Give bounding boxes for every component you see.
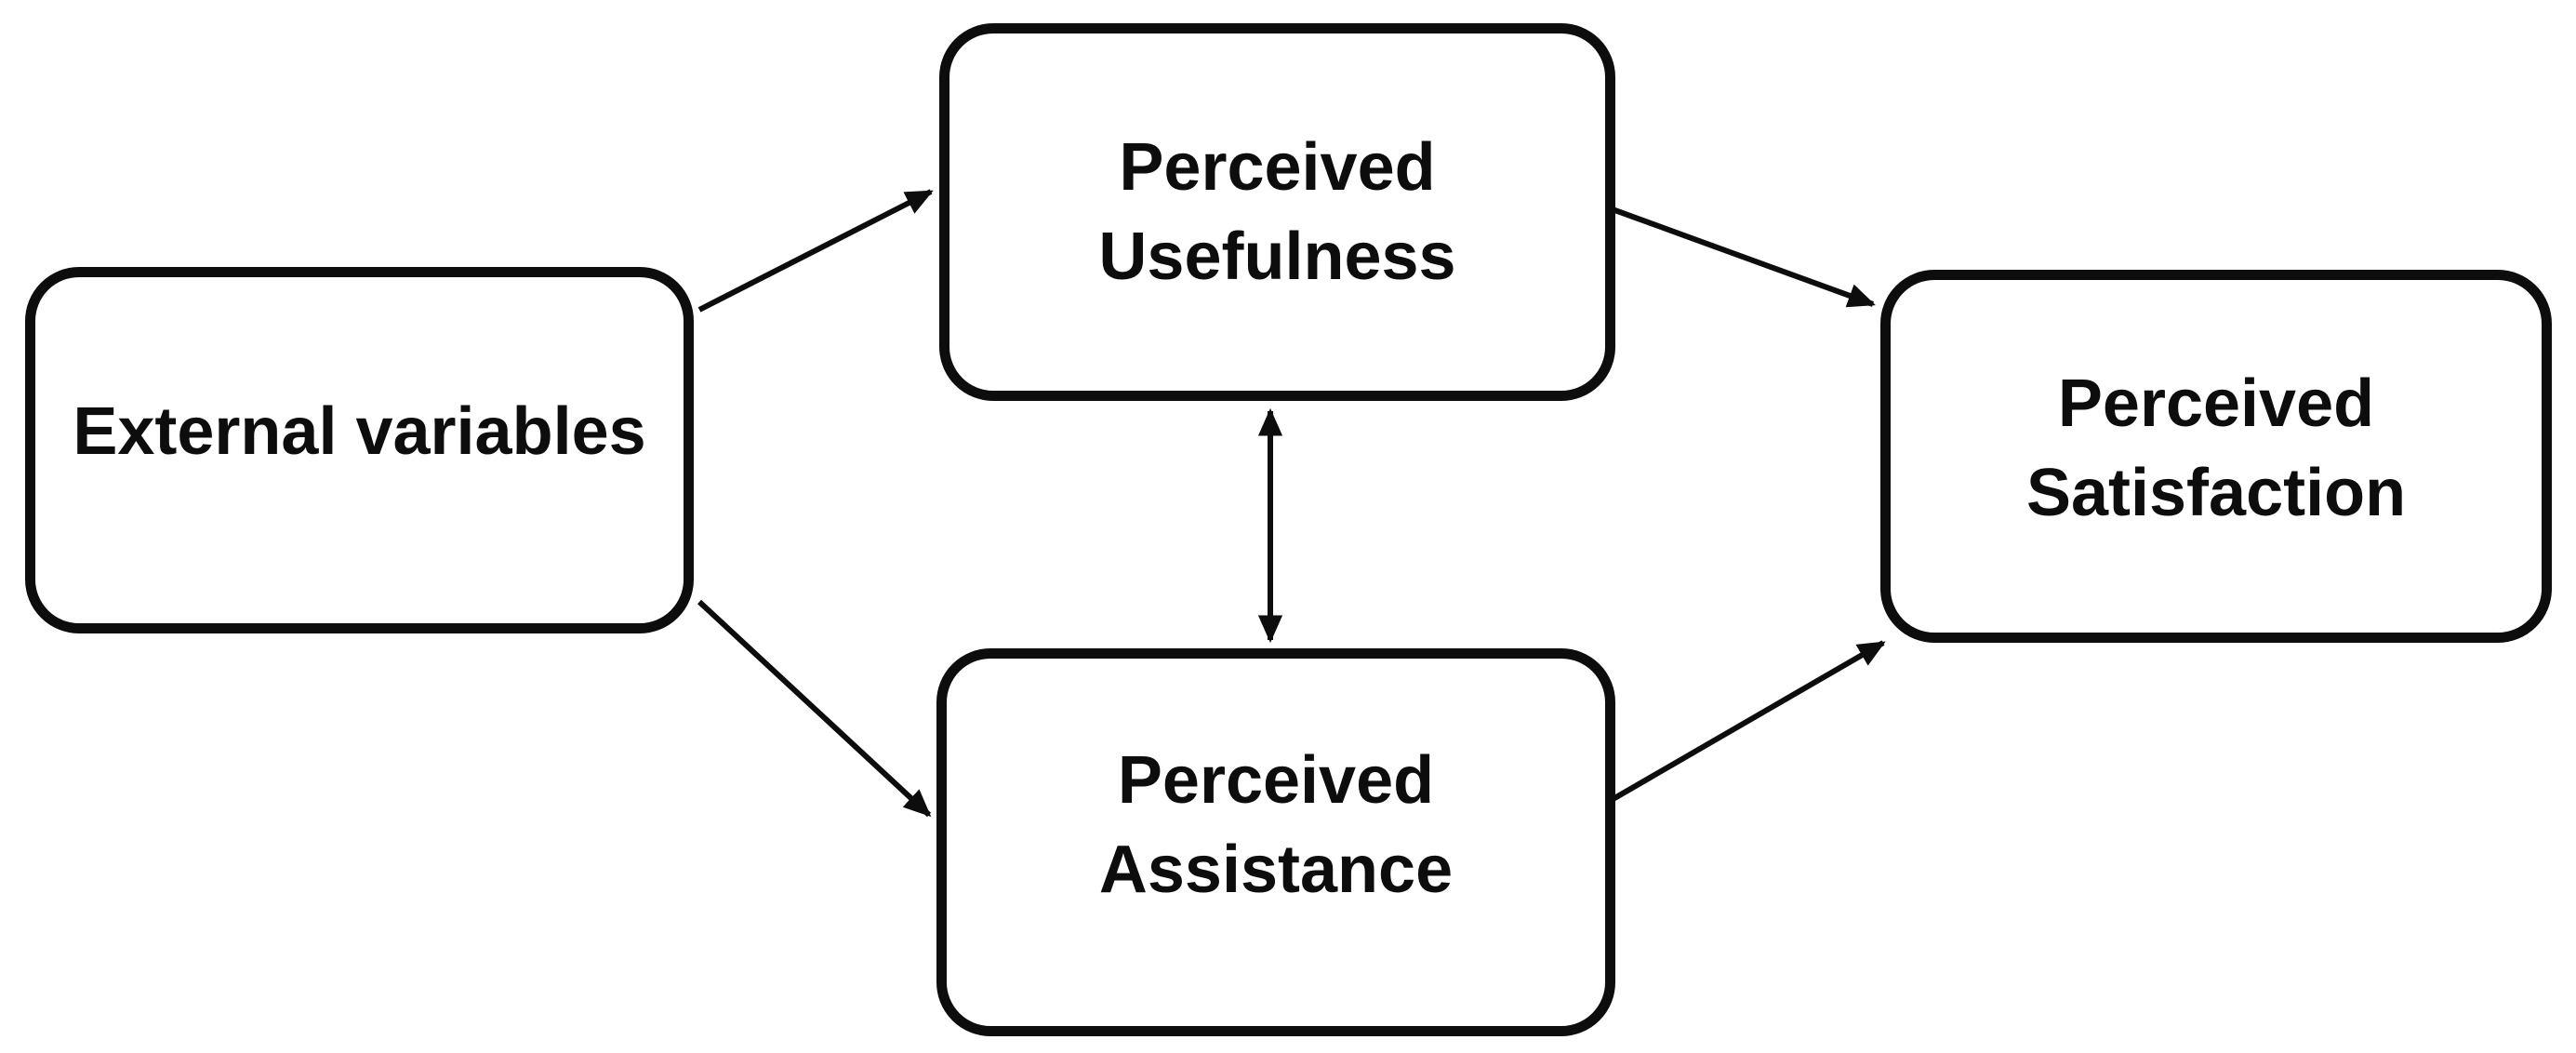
edge-assistance-to-satisfaction-arrow: [1608, 640, 1886, 804]
node-perceived-satisfaction-label-line2: Satisfaction: [2025, 455, 2407, 530]
node-external-variables-label: External variables: [73, 394, 646, 469]
edge-external-to-assistance-arrow: [697, 599, 932, 818]
node-perceived-satisfaction: Perceived Satisfaction: [1880, 270, 2552, 643]
node-perceived-assistance-label-line2: Assistance: [1098, 832, 1454, 907]
node-external-variables: External variables: [25, 267, 694, 633]
node-perceived-usefulness: Perceived Usefulness: [939, 23, 1615, 401]
node-perceived-usefulness-label-line2: Usefulness: [1098, 220, 1456, 294]
node-perceived-usefulness-label-line1: Perceived: [1119, 130, 1436, 205]
node-perceived-assistance: Perceived Assistance: [936, 648, 1615, 1036]
edge-usefulness-to-satisfaction-arrow: [1608, 206, 1876, 308]
node-perceived-satisfaction-label-line1: Perceived: [2057, 366, 2375, 441]
edge-external-to-usefulness-arrow: [697, 189, 934, 313]
node-perceived-assistance-label-line1: Perceived: [1117, 742, 1435, 818]
